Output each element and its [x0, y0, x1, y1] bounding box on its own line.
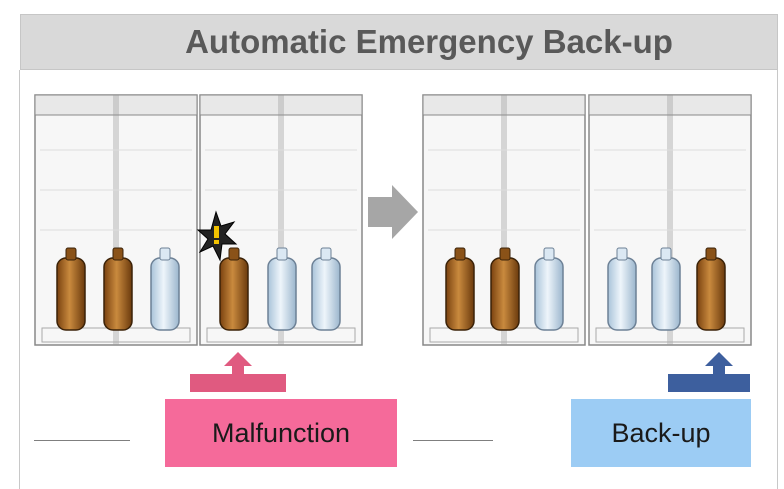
malfunction-pointer-arrow-icon [190, 352, 286, 392]
title-bar [20, 14, 778, 70]
compressor-standby [267, 247, 297, 331]
compressor-standby [651, 247, 681, 331]
backup-label: Back-up [571, 399, 751, 467]
transition-arrow-icon [368, 185, 418, 239]
frame-left-border [19, 70, 20, 489]
malfunction-label: Malfunction [165, 399, 397, 467]
compressor-malfunction [219, 247, 249, 331]
compressor-active [445, 247, 475, 331]
compressor-standby [607, 247, 637, 331]
connector-line [34, 440, 130, 441]
compressor-standby [534, 247, 564, 331]
compressor-standby [311, 247, 341, 331]
malfunction-burst-icon [196, 210, 238, 262]
compressor-active-backup [696, 247, 726, 331]
diagram-title: Automatic Emergency Back-up [185, 23, 673, 60]
compressor-active [56, 247, 86, 331]
unit-before [34, 94, 363, 346]
compressor-active [490, 247, 520, 331]
unit-after [422, 94, 752, 346]
compressor-active [103, 247, 133, 331]
connector-line [413, 440, 493, 441]
compressor-standby [150, 247, 180, 331]
backup-pointer-arrow-icon [668, 352, 750, 392]
frame-right-border [777, 70, 778, 489]
